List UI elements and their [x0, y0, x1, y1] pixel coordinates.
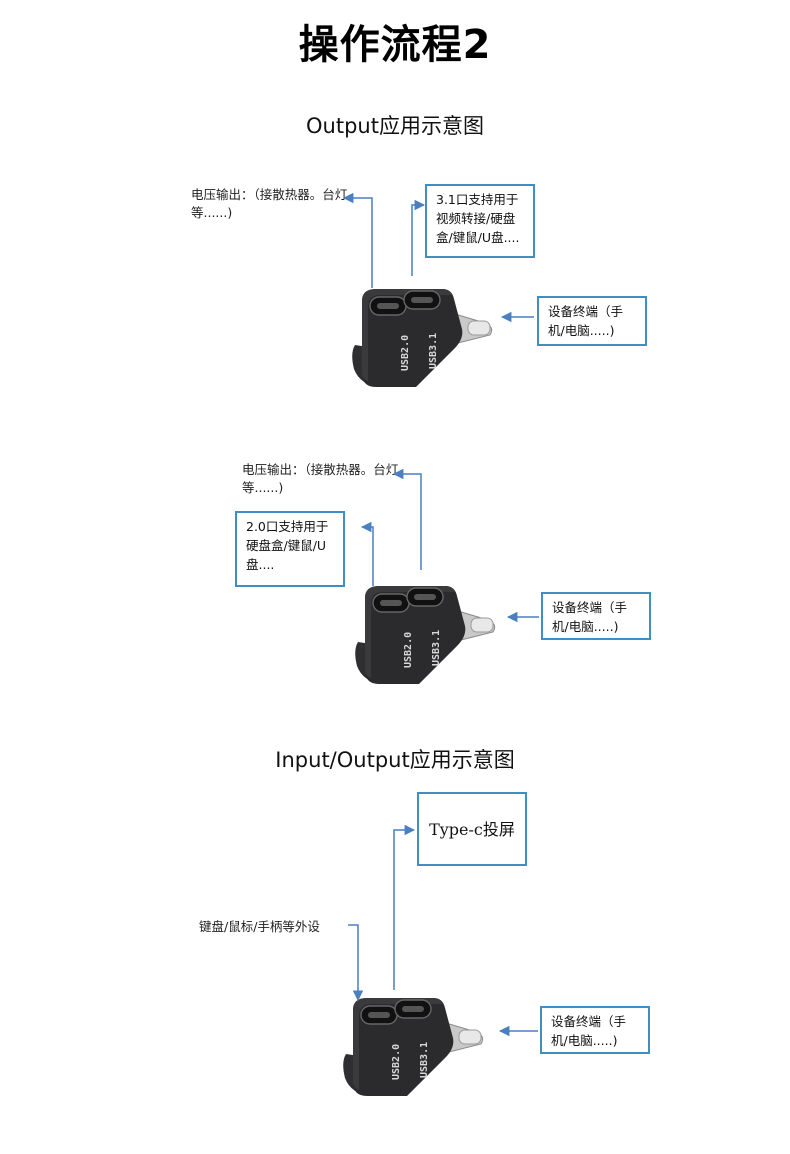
usb-c-adapter-icon: USB2.0 USB3.1	[355, 586, 496, 684]
section-1-device-box: 设备终端（手机/电脑.....)	[537, 296, 647, 346]
section-2-port-label-usb20: USB2.0	[403, 632, 414, 668]
page-title: 操作流程2	[298, 22, 492, 68]
section-3-title: Input/Output应用示意图	[275, 748, 515, 772]
section-1-title: Output应用示意图	[306, 114, 484, 138]
section-3-port-label-usb31: USB3.1	[419, 1042, 430, 1078]
section-2-device-box: 设备终端（手机/电脑.....)	[541, 592, 651, 640]
arrow-icon	[392, 468, 422, 570]
section-1-port-label-usb31: USB3.1	[428, 333, 439, 369]
section-3-adapter: USB2.0 USB3.1	[343, 998, 484, 1096]
usb-c-adapter-icon: USB2.0 USB3.1	[343, 998, 484, 1096]
arrow-icon	[393, 824, 416, 990]
section-1-port-label-usb20: USB2.0	[400, 335, 411, 371]
usb-c-adapter-icon: USB2.0 USB3.1	[352, 289, 493, 387]
section-2-voltage-label: 电压输出：（接散热器。台灯等......)	[242, 462, 399, 495]
section-2-port-label-usb31: USB3.1	[431, 630, 442, 666]
section-1-adapter: USB2.0 USB3.1	[352, 289, 493, 387]
section-1-voltage-label: 电压输出：（接散热器。台灯等......)	[191, 187, 348, 220]
arrow-icon	[360, 521, 374, 586]
section-2-usb20-box: 2.0口支持用于硬盘盒/键鼠/U盘....	[235, 511, 345, 587]
section-3-typec-box: Type-c投屏	[417, 792, 527, 866]
arrow-icon	[348, 924, 364, 1002]
section-3-port-label-usb20: USB2.0	[391, 1044, 402, 1080]
section-1-usb31-box: 3.1口支持用于视频转接/硬盘盒/键鼠/U盘....	[425, 184, 535, 258]
arrow-icon	[342, 192, 373, 288]
section-3-device-box: 设备终端（手机/电脑.....)	[540, 1006, 650, 1054]
section-3-peripheral-label: 键盘/鼠标/手柄等外设	[199, 919, 320, 934]
section-2-adapter: USB2.0 USB3.1	[355, 586, 496, 684]
arrow-icon	[411, 199, 426, 276]
